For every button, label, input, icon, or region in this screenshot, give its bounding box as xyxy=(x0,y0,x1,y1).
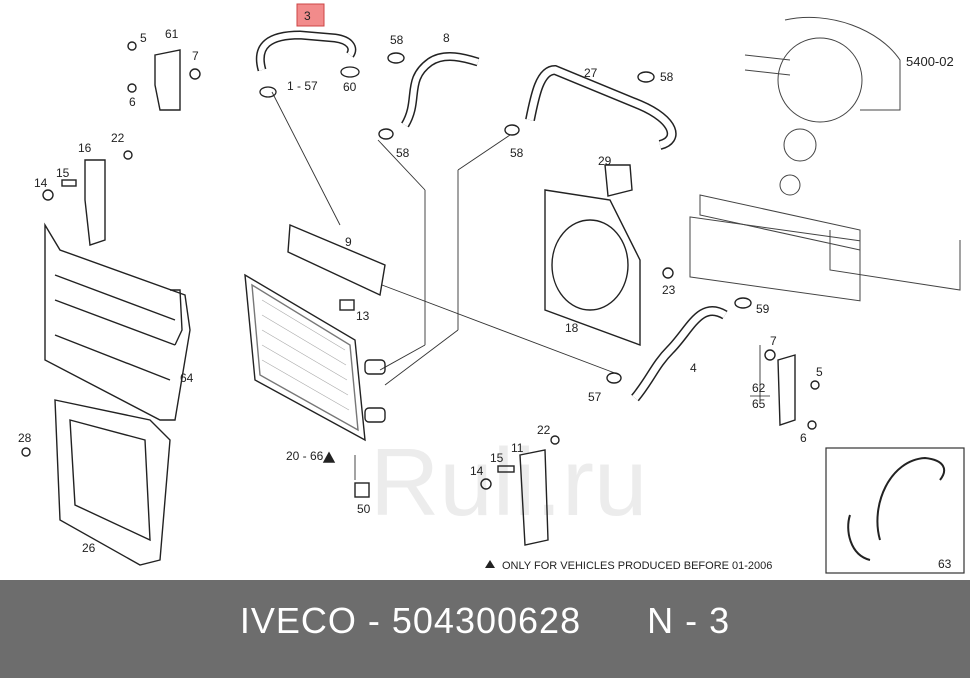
triangle-mark xyxy=(322,451,336,463)
callout-57[interactable]: 57 xyxy=(588,390,602,404)
footer-bar xyxy=(0,580,970,678)
callout-18[interactable]: 18 xyxy=(565,321,579,335)
callout-6[interactable]: 6 xyxy=(800,431,807,445)
callout-20-66[interactable]: 20 - 66 xyxy=(286,449,324,463)
callout-11[interactable]: 11 xyxy=(511,441,524,455)
callout-16[interactable]: 16 xyxy=(78,141,92,155)
engine-block xyxy=(689,16,961,302)
callout-15[interactable]: 15 xyxy=(490,451,504,465)
callout-13[interactable]: 13 xyxy=(356,309,370,323)
callout-6[interactable]: 6 xyxy=(129,95,136,109)
callout-labels: 3 1 - 57 60 5 61 7 6 58 8 58 27 58 58 16… xyxy=(18,9,954,572)
radiator-frame-64[interactable] xyxy=(44,222,191,421)
leader-lines xyxy=(271,91,761,480)
callout-8[interactable]: 8 xyxy=(443,31,450,45)
diagram-code: 5400-02 xyxy=(906,54,954,69)
inset-63 xyxy=(825,447,965,574)
callout-1-57[interactable]: 1 - 57 xyxy=(287,79,318,93)
callout-64[interactable]: 64 xyxy=(180,371,194,385)
callout-5[interactable]: 5 xyxy=(816,365,823,379)
callout-58[interactable]: 58 xyxy=(390,33,404,47)
callout-7[interactable]: 7 xyxy=(770,334,777,348)
callout-14[interactable]: 14 xyxy=(34,176,48,190)
callout-15[interactable]: 15 xyxy=(56,166,70,180)
bracket-62-65[interactable] xyxy=(764,349,820,430)
parts-diagram: Ruli.ru xyxy=(18,3,965,574)
bracket-11[interactable] xyxy=(480,435,560,546)
callout-26[interactable]: 26 xyxy=(82,541,96,555)
fan-shroud-18[interactable] xyxy=(544,164,674,347)
callout-3[interactable]: 3 xyxy=(304,9,311,23)
clamp-63[interactable] xyxy=(876,456,946,541)
callout-27[interactable]: 27 xyxy=(584,66,598,80)
radiator-core[interactable] xyxy=(244,273,386,442)
part-9[interactable] xyxy=(287,223,386,297)
hose-8[interactable] xyxy=(378,52,480,140)
callout-61[interactable]: 61 xyxy=(165,27,179,41)
callout-4[interactable]: 4 xyxy=(690,361,697,375)
shroud-26[interactable] xyxy=(21,399,171,566)
callout-9[interactable]: 9 xyxy=(345,235,352,249)
callout-59[interactable]: 59 xyxy=(756,302,770,316)
callout-65[interactable]: 65 xyxy=(752,397,766,411)
part-13[interactable] xyxy=(339,299,355,311)
bracket-61[interactable] xyxy=(127,41,201,111)
callout-63[interactable]: 63 xyxy=(938,557,952,571)
callout-29[interactable]: 29 xyxy=(598,154,612,168)
callout-60[interactable]: 60 xyxy=(343,80,357,94)
callout-62[interactable]: 62 xyxy=(752,381,766,395)
callout-58[interactable]: 58 xyxy=(396,146,410,160)
watermark: Ruli.ru xyxy=(370,429,647,536)
hose-3[interactable] xyxy=(255,30,360,98)
bracket-16[interactable] xyxy=(42,150,133,246)
callout-22[interactable]: 22 xyxy=(537,423,551,437)
callout-28[interactable]: 28 xyxy=(18,431,32,445)
callout-14[interactable]: 14 xyxy=(470,464,484,478)
callout-5[interactable]: 5 xyxy=(140,31,147,45)
callout-58[interactable]: 58 xyxy=(660,70,674,84)
hose-4[interactable] xyxy=(606,297,752,402)
part-50[interactable] xyxy=(354,482,370,498)
callout-23[interactable]: 23 xyxy=(662,283,676,297)
callout-7[interactable]: 7 xyxy=(192,49,199,63)
part-number-caption: IVECO - 504300628 N - 3 xyxy=(239,600,731,641)
exploded-view: Ruli.ru xyxy=(18,3,965,574)
hose-27[interactable] xyxy=(504,64,677,150)
callout-50[interactable]: 50 xyxy=(357,502,371,516)
production-note: ONLY FOR VEHICLES PRODUCED BEFORE 01-200… xyxy=(502,560,772,572)
callout-22[interactable]: 22 xyxy=(111,131,125,145)
callout-58[interactable]: 58 xyxy=(510,146,524,160)
